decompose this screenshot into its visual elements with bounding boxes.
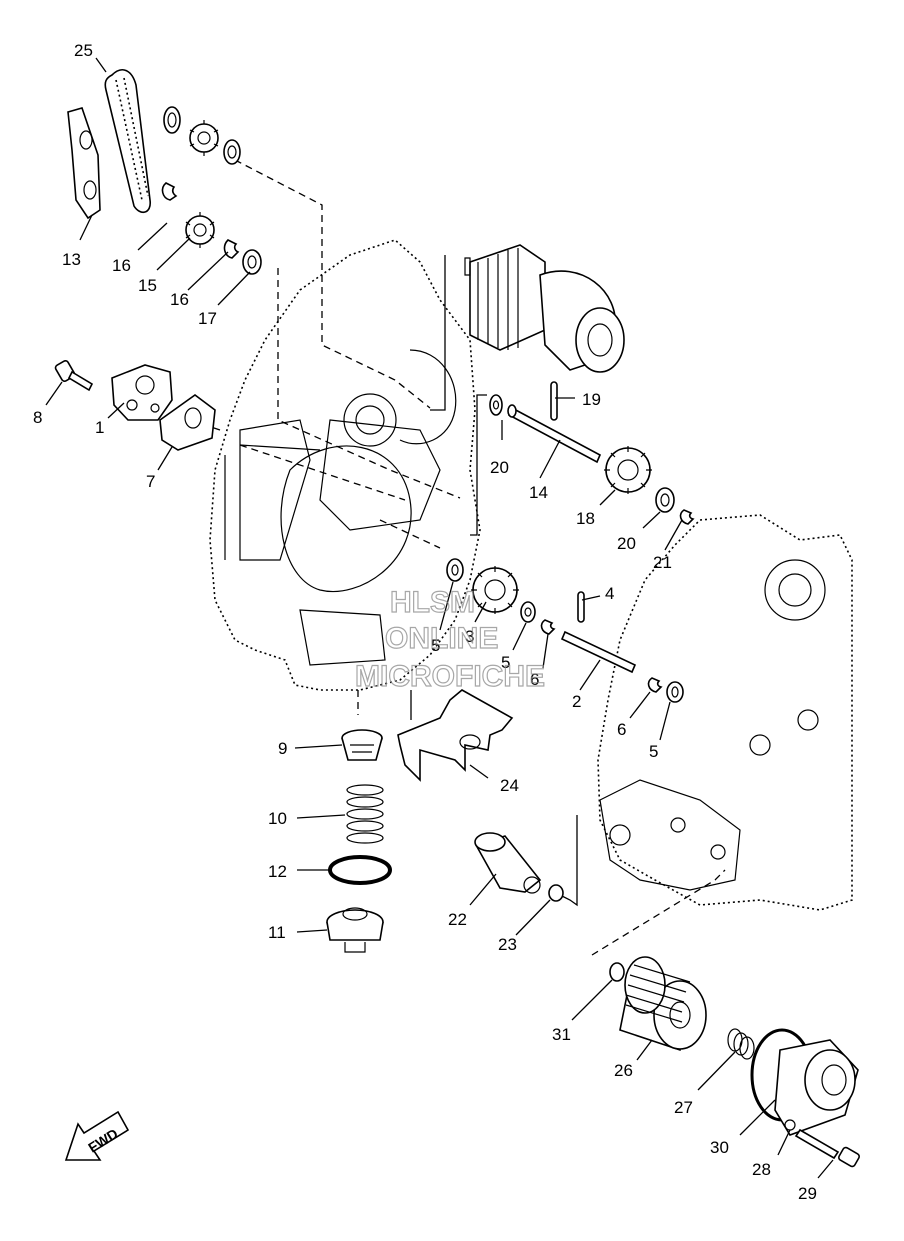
top-sprocket [189, 120, 219, 156]
callout-29: 29 [798, 1184, 817, 1203]
callout-3: 3 [465, 627, 474, 646]
callout-14: 14 [529, 483, 548, 502]
callout-15: 15 [138, 276, 157, 295]
callout-24: 24 [500, 776, 519, 795]
upper-shaft-group [489, 381, 695, 525]
drive-sprocket [185, 212, 215, 248]
callout-5: 5 [501, 653, 510, 672]
callout-1: 1 [95, 418, 104, 437]
relief-valve-group [474, 832, 564, 902]
watermark-line-1: HLSM [390, 586, 475, 619]
spring-10 [346, 784, 384, 844]
callout-8: 8 [33, 408, 42, 427]
spring-27 [727, 1028, 755, 1060]
drain-plug-11 [326, 907, 384, 953]
watermark-line-2: ONLINE [385, 622, 498, 655]
oil-pump-group [54, 360, 216, 451]
callout-12: 12 [268, 862, 287, 881]
callout-6: 6 [617, 720, 626, 739]
watermark: HLSM ONLINE MICROFICHE [354, 585, 545, 693]
assembly-lines [204, 159, 726, 956]
top-sprocket-group [163, 106, 241, 165]
callout-6: 6 [530, 670, 539, 689]
pump-bolt [54, 360, 94, 392]
crankshaft-assembly [464, 244, 625, 373]
callout-31: 31 [552, 1025, 571, 1044]
strainer-stack [326, 729, 392, 953]
oil-filter-26 [619, 956, 707, 1052]
bracket-24 [397, 689, 514, 782]
crankcase-right [597, 514, 853, 911]
lower-shaft-group [446, 558, 684, 703]
chain-guide [67, 107, 101, 220]
callout-leaders [45, 57, 834, 1179]
callout-5: 5 [431, 636, 440, 655]
callout-20: 20 [490, 458, 509, 477]
callout-16: 16 [170, 290, 189, 309]
callout-16: 16 [112, 256, 131, 275]
callout-9: 9 [278, 739, 287, 758]
oil-pump-drive-group [161, 182, 262, 275]
watermark-line-3: MICROFICHE [355, 660, 545, 693]
filter-cover-28 [774, 1039, 859, 1136]
callout-25: 25 [74, 41, 93, 60]
callout-5: 5 [649, 742, 658, 761]
callout-30: 30 [710, 1138, 729, 1157]
callout-13: 13 [62, 250, 81, 269]
cam-chain [104, 69, 151, 213]
callout-27: 27 [674, 1098, 693, 1117]
callout-23: 23 [498, 935, 517, 954]
callout-2: 2 [572, 692, 581, 711]
strainer-9 [341, 729, 383, 761]
callout-4: 4 [605, 584, 614, 603]
callout-28: 28 [752, 1160, 771, 1179]
callout-7: 7 [146, 472, 155, 491]
idler-gear-3 [471, 566, 519, 614]
callout-10: 10 [268, 809, 287, 828]
callout-26: 26 [614, 1061, 633, 1080]
callout-20: 20 [617, 534, 636, 553]
callout-21: 21 [653, 553, 672, 572]
callout-18: 18 [576, 509, 595, 528]
callout-17: 17 [198, 309, 217, 328]
oil-filter-group [609, 956, 860, 1168]
fwd-arrow-icon: FWD [64, 1110, 130, 1161]
crankcase-left [209, 239, 481, 691]
driven-gear-18 [604, 446, 652, 494]
callout-19: 19 [582, 390, 601, 409]
callout-11: 11 [268, 923, 286, 942]
callout-22: 22 [448, 910, 467, 929]
cover-bolt-29 [794, 1128, 860, 1168]
callout-labels: 25 13 16 15 16 17 8 1 7 19 20 14 18 20 2… [33, 41, 817, 1203]
